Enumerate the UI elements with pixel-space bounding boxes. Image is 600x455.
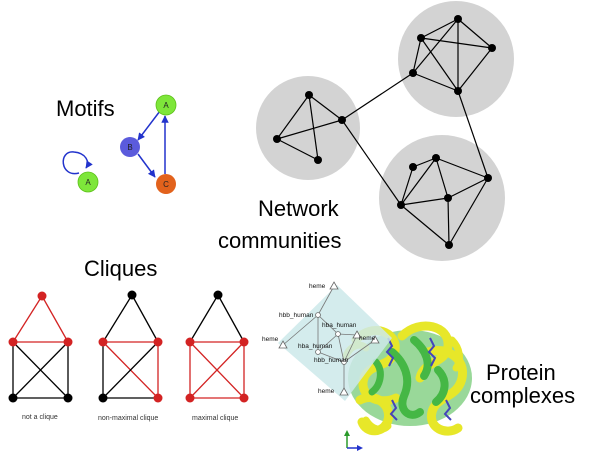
heme-label-4: heme: [318, 388, 335, 395]
edge-a-b: [137, 110, 161, 141]
clique-not-a-clique: [8, 291, 73, 403]
protein-title-line1: Protein: [486, 360, 556, 385]
heme-label-3: heme: [359, 335, 376, 342]
network-title-line1: Network: [258, 196, 339, 221]
cliques-title: Cliques: [84, 256, 158, 281]
motif-node-a-label: A: [163, 101, 169, 110]
edge-b-c: [137, 153, 156, 178]
clique-maximal: [185, 290, 249, 403]
hbb-label-1: hbb_human: [279, 312, 314, 319]
self-loop-edge: [62, 151, 93, 175]
clique-caption-not: not a clique: [22, 414, 58, 421]
motifs-title: Motifs: [56, 96, 115, 121]
heme-label-2: heme: [262, 336, 279, 343]
network-nodes: [273, 15, 496, 249]
clique-caption-nonmaximal: non-maximal clique: [98, 415, 159, 422]
motif-node-self-label: A: [85, 178, 91, 187]
hbb-label-2: hbb_human: [314, 357, 349, 364]
heme-label-1: heme: [309, 283, 326, 290]
motif-node-c: [156, 174, 176, 194]
protein-graph-edges: [282, 285, 376, 392]
axis-indicator: [344, 430, 363, 451]
clique-non-maximal: [98, 290, 163, 403]
protein-complex-diagram: heme hbb_human hba_human heme hba_human …: [262, 281, 472, 451]
protein-graph-nodes: [278, 281, 380, 396]
community-left: [256, 76, 360, 180]
community-top-right: [398, 1, 514, 117]
motif-node-self: [77, 171, 99, 193]
complex-overlay-diamond: [278, 285, 392, 401]
motif-node-a: [155, 94, 177, 116]
protein-title-line2: complexes: [470, 383, 576, 408]
community-bottom-right: [379, 135, 505, 261]
clique-caption-maximal: maximal clique: [192, 415, 239, 422]
hba-label-1: hba_human: [322, 322, 357, 329]
motif-node-b-label: B: [127, 143, 132, 152]
motif-node-c-label: C: [163, 180, 169, 189]
network-communities-diagram: [256, 1, 514, 261]
network-edges: [276, 18, 493, 246]
network-title-line2: communities: [218, 228, 342, 253]
hba-label-2: hba_human: [298, 343, 333, 350]
motif-node-b: [120, 137, 140, 157]
motifs-diagram: A A B C: [62, 94, 177, 194]
